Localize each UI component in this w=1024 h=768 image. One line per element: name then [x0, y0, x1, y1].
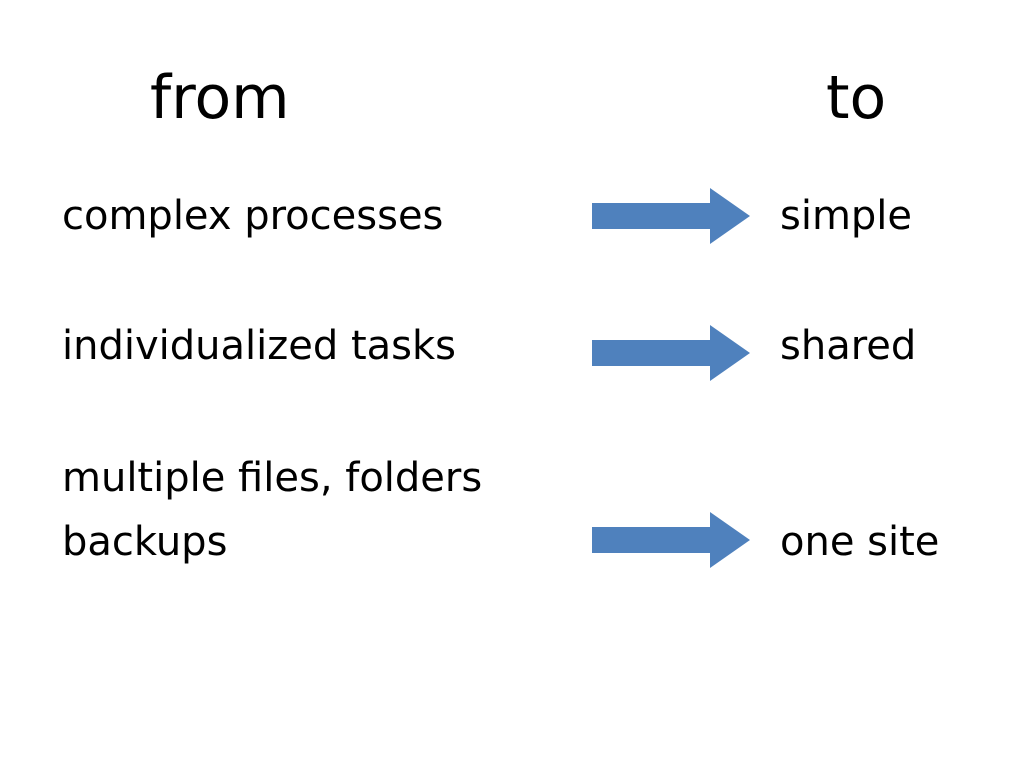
- right-arrow-icon: [592, 188, 750, 244]
- row-1-from-text: complex processes: [62, 193, 444, 239]
- row-3-to-text: one site: [780, 519, 940, 565]
- row-2-to-text: shared: [780, 323, 917, 369]
- right-arrow-shape: [592, 325, 750, 381]
- right-arrow-shape: [592, 188, 750, 244]
- to-heading: to: [826, 63, 887, 133]
- from-heading: from: [150, 63, 290, 133]
- right-arrow-polygon: [592, 325, 750, 381]
- row-3-from-text-line-1: multiple files, folders: [62, 455, 483, 501]
- right-arrow-polygon: [592, 188, 750, 244]
- right-arrow-shape: [592, 512, 750, 568]
- right-arrow-polygon: [592, 512, 750, 568]
- row-3-from-text-line-2: backups: [62, 519, 228, 565]
- right-arrow-icon: [592, 325, 750, 381]
- right-arrow-icon: [592, 512, 750, 568]
- row-1-to-text: simple: [780, 193, 913, 239]
- row-2-from-text: individualized tasks: [62, 323, 456, 369]
